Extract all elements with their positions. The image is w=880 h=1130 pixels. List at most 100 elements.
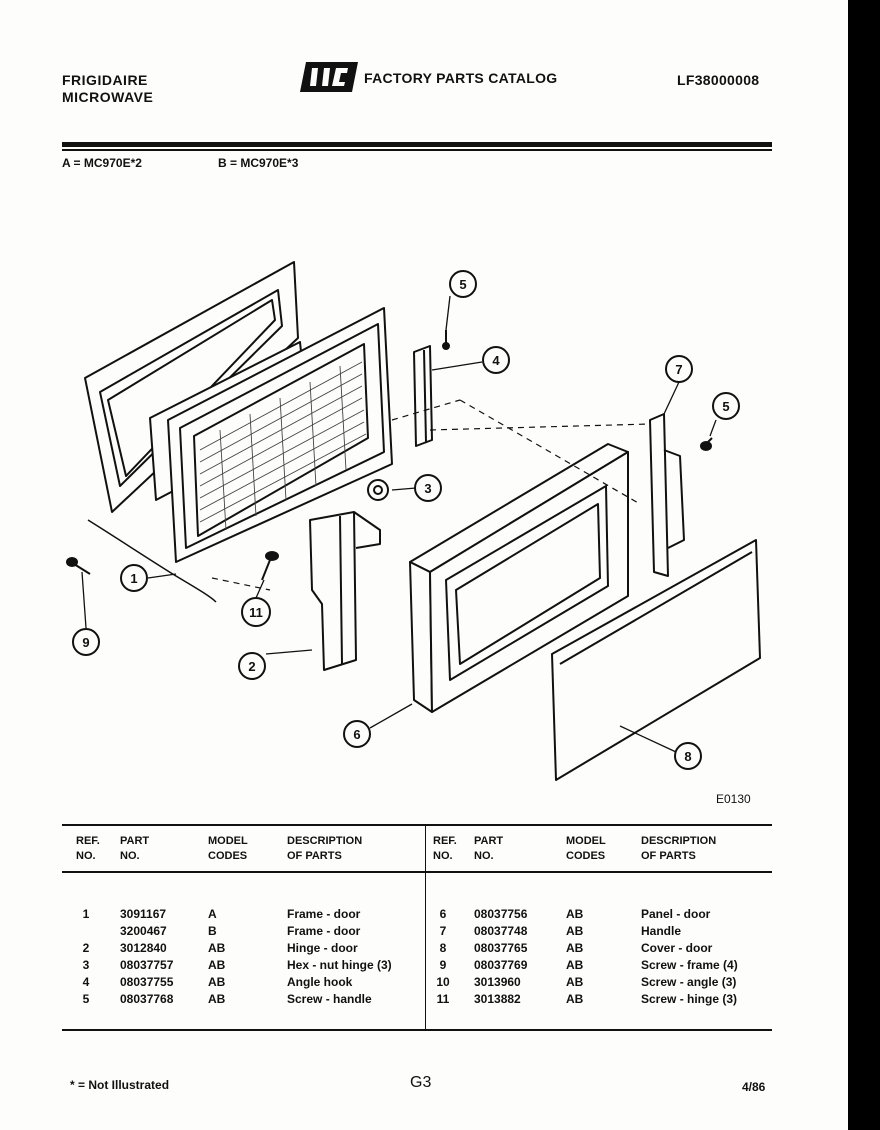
table-cell-ref-left: 3 — [82, 958, 90, 972]
table-header-model-codes-right: MODEL CODES — [566, 835, 606, 862]
table-header-ref-no-left: REF. NO. — [76, 835, 100, 862]
handle-part — [649, 413, 685, 577]
table-cell-codes-right: AB — [566, 941, 584, 955]
brand-block: FRIGIDAIRE MICROWAVE — [62, 72, 153, 106]
door-panel-part — [409, 443, 629, 713]
callout-5-top: 5 — [449, 270, 477, 298]
svg-text:7: 7 — [675, 362, 682, 377]
table-cell-desc-left: Screw - handle — [287, 992, 372, 1006]
table-cell-desc-right: Screw - frame (4) — [641, 958, 738, 972]
table-header-ref-no-right: REF. NO. — [433, 835, 457, 862]
handle-screw-part — [700, 437, 713, 451]
table-cell-part-left: 08037755 — [120, 975, 174, 989]
callout-6: 6 — [343, 720, 371, 748]
svg-text:5: 5 — [459, 277, 466, 292]
svg-text:8: 8 — [684, 749, 691, 764]
callout-3: 3 — [414, 474, 442, 502]
table-cell-part-left: 08037768 — [120, 992, 174, 1006]
svg-text:6: 6 — [353, 727, 360, 742]
table-cell-desc-right: Screw - angle (3) — [641, 975, 737, 989]
table-cell-desc-left: Frame - door — [287, 907, 361, 921]
inner-door-part — [167, 307, 393, 563]
table-cell-ref-left: 5 — [82, 992, 90, 1006]
table-top-rule — [62, 824, 772, 826]
table-cell-part-right: 08037765 — [474, 941, 528, 955]
hinge-part — [309, 511, 381, 671]
brand-name: FRIGIDAIRE — [62, 72, 148, 88]
table-cell-desc-left: Hex - nut hinge (3) — [287, 958, 392, 972]
header-rule-thin — [62, 149, 772, 151]
table-header-description-left: DESCRIPTION OF PARTS — [287, 835, 363, 862]
variant-a: A = MC970E*2 — [62, 156, 142, 170]
variant-b: B = MC970E*3 — [218, 156, 299, 170]
callout-1: 1 — [120, 564, 148, 592]
figure-code: E0130 — [716, 792, 751, 806]
svg-text:9: 9 — [82, 635, 89, 650]
callout-5-right: 5 — [712, 392, 740, 420]
table-cell-codes-left: A — [208, 907, 217, 921]
wci-logo — [300, 62, 358, 92]
model-number: LF38000008 — [677, 72, 760, 88]
table-cell-ref-right: 10 — [436, 975, 450, 989]
table-cell-ref-right: 11 — [436, 992, 450, 1006]
svg-text:1: 1 — [130, 571, 137, 586]
angle-hook-part — [413, 345, 433, 447]
table-header-description-right: DESCRIPTION OF PARTS — [641, 835, 717, 862]
table-cell-codes-left: AB — [208, 975, 226, 989]
table-header-model-codes-left: MODEL CODES — [208, 835, 248, 862]
page-number: G3 — [410, 1074, 432, 1091]
table-divider — [425, 826, 426, 1031]
table-cell-desc-right: Panel - door — [641, 907, 711, 921]
callout-11: 11 — [241, 597, 271, 627]
table-cell-codes-right: AB — [566, 924, 584, 938]
door-frame-part — [84, 261, 299, 513]
exploded-door-diagram: 5 4 3 7 5 1 11 9 2 6 8 — [66, 261, 761, 781]
header-rule — [62, 142, 772, 147]
catalog-title: FACTORY PARTS CATALOG — [364, 70, 558, 86]
handle-screw-top-part — [442, 330, 450, 350]
table-cell-desc-left: Frame - door — [287, 924, 361, 938]
table-cell-desc-left: Angle hook — [287, 975, 353, 989]
table-cell-codes-left: AB — [208, 941, 226, 955]
table-cell-codes-right: AB — [566, 907, 584, 921]
callout-4: 4 — [482, 346, 510, 374]
table-cell-codes-left: AB — [208, 958, 226, 972]
product-type: MICROWAVE — [62, 89, 154, 105]
table-cell-part-right: 3013882 — [474, 992, 521, 1006]
table-cell-part-right: 08037769 — [474, 958, 528, 972]
svg-text:11: 11 — [249, 605, 263, 620]
revision-date: 4/86 — [742, 1080, 766, 1094]
table-cell-part-left: 08037757 — [120, 958, 174, 972]
callout-2: 2 — [238, 652, 266, 680]
table-cell-codes-left: B — [208, 924, 217, 938]
svg-text:3: 3 — [424, 481, 431, 496]
table-cell-desc-right: Handle — [641, 924, 682, 938]
callout-8: 8 — [674, 742, 702, 770]
hinge-screw-part — [261, 551, 279, 581]
not-illustrated-note: * = Not Illustrated — [70, 1078, 170, 1092]
table-cell-codes-right: AB — [566, 975, 584, 989]
table-cell-part-left: 3091167 — [120, 907, 167, 921]
callout-9: 9 — [72, 628, 100, 656]
svg-text:5: 5 — [722, 399, 729, 414]
table-cell-part-right: 08037748 — [474, 924, 528, 938]
table-cell-ref-right: 7 — [439, 924, 447, 938]
table-cell-ref-right: 8 — [439, 941, 447, 955]
table-cell-part-left: 3200467 — [120, 924, 167, 938]
table-cell-desc-right: Screw - hinge (3) — [641, 992, 738, 1006]
scan-edge-shadow — [848, 0, 880, 1130]
table-cell-desc-left: Hinge - door — [287, 941, 358, 955]
table-cell-part-left: 3012840 — [120, 941, 167, 955]
svg-text:2: 2 — [248, 659, 255, 674]
callout-7: 7 — [665, 355, 693, 383]
table-cell-codes-left: AB — [208, 992, 226, 1006]
catalog-page: FRIGIDAIRE MICROWAVE FACTORY PARTS CATAL… — [0, 0, 850, 1130]
table-cell-ref-left: 4 — [82, 975, 90, 989]
table-bottom-rule — [62, 1029, 772, 1031]
table-cell-part-right: 3013960 — [474, 975, 521, 989]
table-cell-ref-right: 6 — [439, 907, 447, 921]
table-cell-codes-right: AB — [566, 958, 584, 972]
table-cell-part-right: 08037756 — [474, 907, 528, 921]
table-cell-ref-left: 2 — [82, 941, 90, 955]
table-cell-desc-right: Cover - door — [641, 941, 713, 955]
